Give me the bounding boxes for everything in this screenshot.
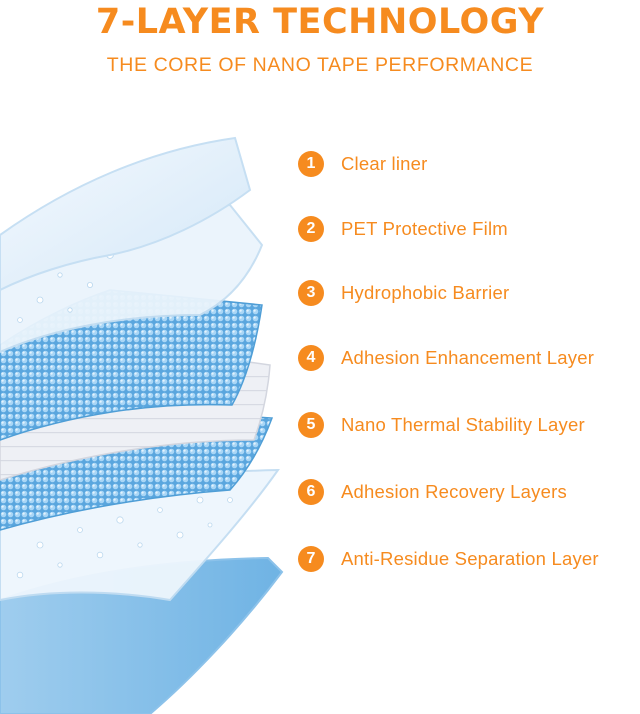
layer-item-6: 6 Adhesion Recovery Layers (298, 477, 567, 507)
layer-label: Anti-Residue Separation Layer (341, 548, 599, 569)
layer-stack-illustration (0, 136, 284, 714)
layer-label: PET Protective Film (341, 218, 508, 239)
layer-label: Clear liner (341, 153, 428, 174)
layer-number-badge: 1 (298, 151, 324, 177)
layer-number-badge: 5 (298, 412, 324, 438)
layer-item-4: 4 Adhesion Enhancement Layer (298, 343, 594, 373)
page-subtitle: THE CORE OF NANO TAPE PERFORMANCE (106, 54, 534, 76)
layer-item-1: 1 Clear liner (298, 149, 428, 179)
layer-label: Hydrophobic Barrier (341, 282, 510, 303)
layer-item-7: 7 Anti-Residue Separation Layer (298, 544, 599, 574)
layer-label: Adhesion Enhancement Layer (341, 347, 595, 368)
layer-number-badge: 3 (298, 280, 324, 306)
layer-number-badge: 6 (298, 479, 324, 505)
layer-item-5: 5 Nano Thermal Stability Layer (298, 410, 585, 440)
layer-1-shape (0, 136, 252, 292)
layer-label: Adhesion Recovery Layers (341, 481, 567, 502)
layer-item-3: 3 Hydrophobic Barrier (298, 278, 509, 308)
layer-number-badge: 4 (298, 345, 324, 371)
layer-number-badge: 7 (298, 546, 324, 572)
layer-item-2: 2 PET Protective Film (298, 214, 508, 244)
page-title: 7-LAYER TECHNOLOGY (95, 2, 545, 42)
layer-label: Nano Thermal Stability Layer (341, 414, 585, 435)
layer-number-badge: 2 (298, 216, 324, 242)
